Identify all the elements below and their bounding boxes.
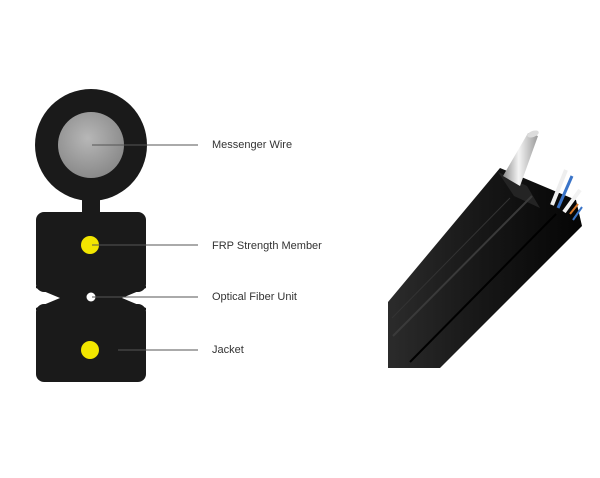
- messenger-wire-core: [58, 112, 124, 178]
- frp-strength-member-lower: [81, 341, 99, 359]
- cable-ridge-1: [392, 195, 533, 337]
- label-frp-strength-member: FRP Strength Member: [212, 240, 322, 252]
- fiber-white-2: [562, 188, 582, 214]
- cross-section: [35, 89, 147, 382]
- cable-ridge-3: [391, 197, 511, 319]
- messenger-wire-tip: [527, 130, 539, 138]
- fiber-blue: [556, 175, 574, 209]
- fiber-white-1: [550, 169, 568, 206]
- optical-fiber: [86, 292, 96, 302]
- cable-jacket-3d: [388, 168, 582, 368]
- cable-3d-illustration: [388, 130, 583, 368]
- fiber-orange: [569, 203, 579, 215]
- messenger-wire-3d: [503, 133, 538, 186]
- label-messenger-wire: Messenger Wire: [212, 139, 293, 151]
- cable-ridge-2: [409, 213, 557, 363]
- label-jacket: Jacket: [212, 344, 244, 356]
- frp-strength-member-upper: [81, 236, 99, 254]
- label-optical-fiber-unit: Optical Fiber Unit: [212, 291, 297, 303]
- fiber-blue-2: [572, 206, 583, 221]
- leader-lines: [92, 144, 198, 351]
